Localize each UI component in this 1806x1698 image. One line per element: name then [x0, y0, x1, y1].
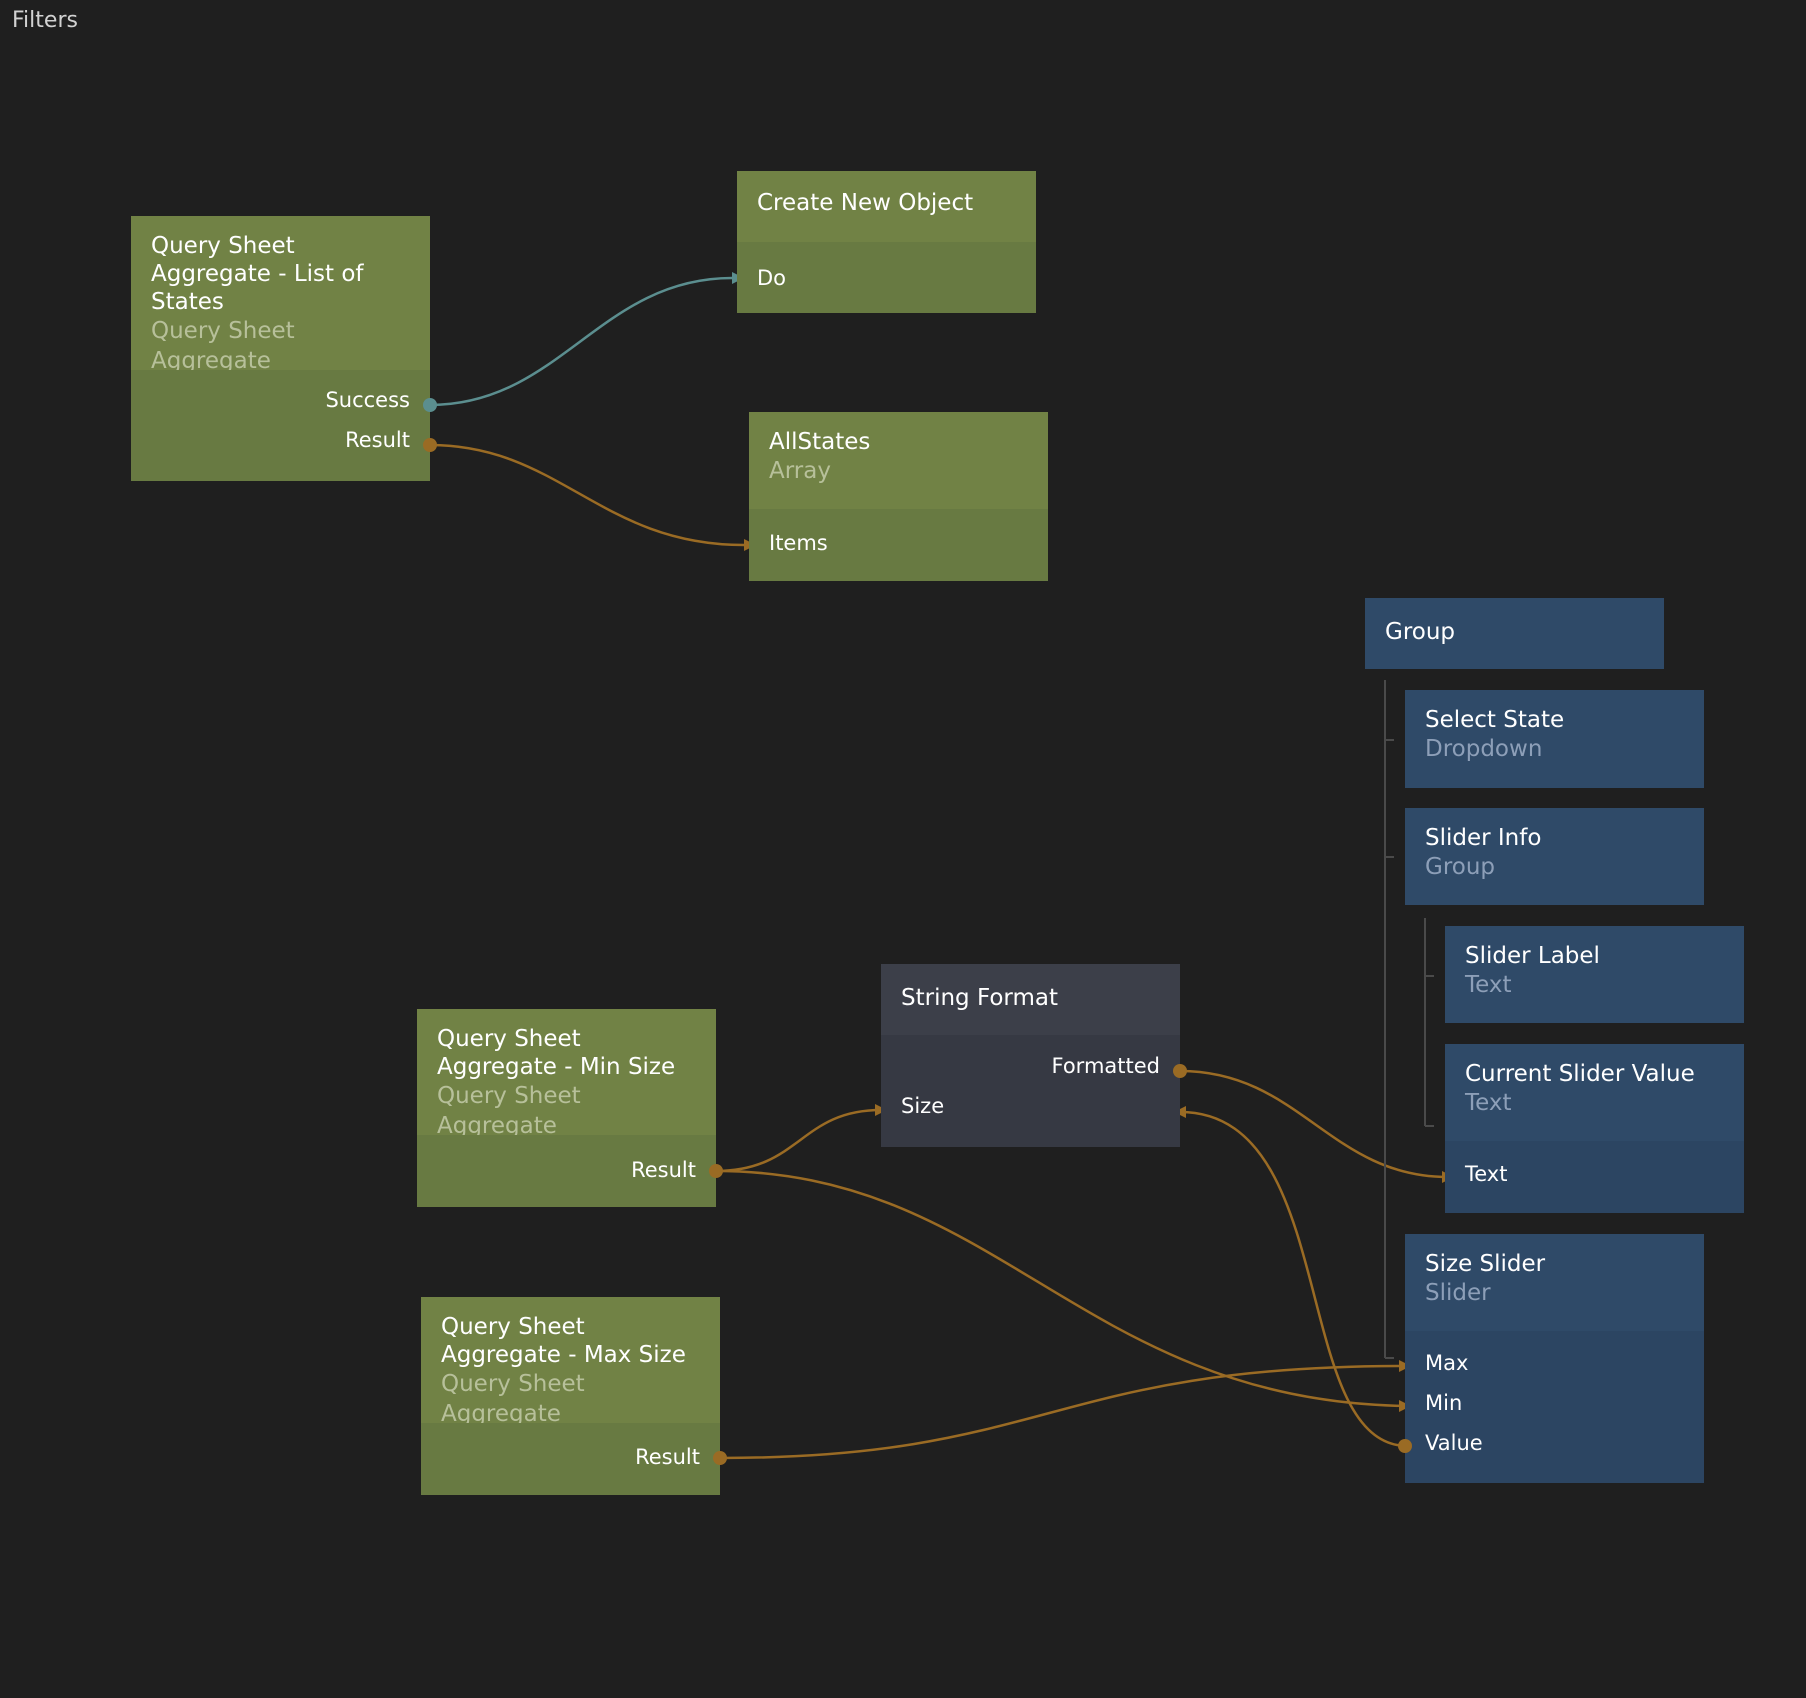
port-max[interactable]: Max [1425, 1351, 1469, 1375]
node-title: AllStates [769, 429, 871, 455]
port-items[interactable]: Items [769, 531, 828, 555]
node-query-list-of-states[interactable]: Query Sheet Aggregate - List of States Q… [131, 216, 430, 481]
node-allstates-array[interactable]: AllStates Array Items [749, 412, 1048, 581]
node-string-format[interactable]: String Format Formatted Size [881, 964, 1180, 1147]
node-create-new-object[interactable]: Create New Object Do [737, 171, 1036, 313]
wire-value-to-size-input[interactable] [1179, 1110, 1406, 1448]
port-value[interactable]: Value [1425, 1431, 1483, 1455]
wire-formatted-to-text[interactable] [1179, 1069, 1449, 1179]
node-type: Slider [1425, 1280, 1491, 1306]
port-result[interactable]: Result [631, 1158, 696, 1182]
node-type: Array [769, 458, 831, 484]
page-title: Filters [12, 8, 78, 33]
node-title: Size Slider [1425, 1251, 1546, 1277]
node-title: Query Sheet Aggregate - Max Size [441, 1314, 686, 1368]
node-type: Query Sheet Aggregate [151, 318, 295, 374]
node-title: Group [1385, 619, 1456, 645]
node-title: Select State [1425, 707, 1565, 733]
node-type: Group [1425, 854, 1496, 880]
port-do[interactable]: Do [757, 266, 787, 290]
node-select-state[interactable]: Select State Dropdown [1405, 690, 1704, 788]
node-type: Query Sheet Aggregate [437, 1083, 581, 1139]
port-formatted[interactable]: Formatted [1051, 1054, 1161, 1078]
node-query-min-size[interactable]: Query Sheet Aggregate - Min Size Query S… [417, 1009, 716, 1207]
node-slider-label[interactable]: Slider Label Text [1445, 926, 1744, 1023]
wire-result-to-items[interactable] [429, 443, 745, 547]
node-size-slider[interactable]: Size Slider Slider Max Min Value [1405, 1234, 1704, 1483]
node-slider-info[interactable]: Slider Info Group [1405, 808, 1704, 905]
node-title: Query Sheet Aggregate - List of States [151, 233, 364, 315]
node-title: Create New Object [757, 190, 974, 216]
port-result[interactable]: Result [635, 1445, 700, 1469]
hierarchy-line-group [1384, 680, 1394, 1359]
port-success[interactable]: Success [325, 388, 410, 412]
node-current-slider-value[interactable]: Current Slider Value Text Text [1445, 1044, 1744, 1213]
node-type: Dropdown [1425, 736, 1543, 762]
node-type: Text [1465, 1090, 1512, 1116]
node-title: Slider Info [1425, 825, 1542, 851]
port-text[interactable]: Text [1465, 1162, 1508, 1186]
node-title: String Format [901, 985, 1059, 1011]
wire-maxresult-to-max[interactable] [719, 1364, 1406, 1460]
node-type: Text [1465, 972, 1512, 998]
port-size[interactable]: Size [901, 1094, 945, 1118]
port-min[interactable]: Min [1425, 1391, 1463, 1415]
node-title: Current Slider Value [1465, 1061, 1695, 1087]
hierarchy-line-slider-info [1424, 918, 1434, 1127]
wire-minresult-to-min[interactable] [715, 1169, 1406, 1408]
node-title: Query Sheet Aggregate - Min Size [437, 1026, 676, 1080]
port-result[interactable]: Result [345, 428, 410, 452]
node-type: Query Sheet Aggregate [441, 1371, 585, 1427]
node-query-max-size[interactable]: Query Sheet Aggregate - Max Size Query S… [421, 1297, 720, 1495]
node-title: Slider Label [1465, 943, 1600, 969]
wire-minresult-to-size[interactable] [715, 1108, 882, 1173]
node-group[interactable]: Group [1365, 598, 1664, 669]
wire-success-to-do[interactable] [429, 276, 733, 407]
